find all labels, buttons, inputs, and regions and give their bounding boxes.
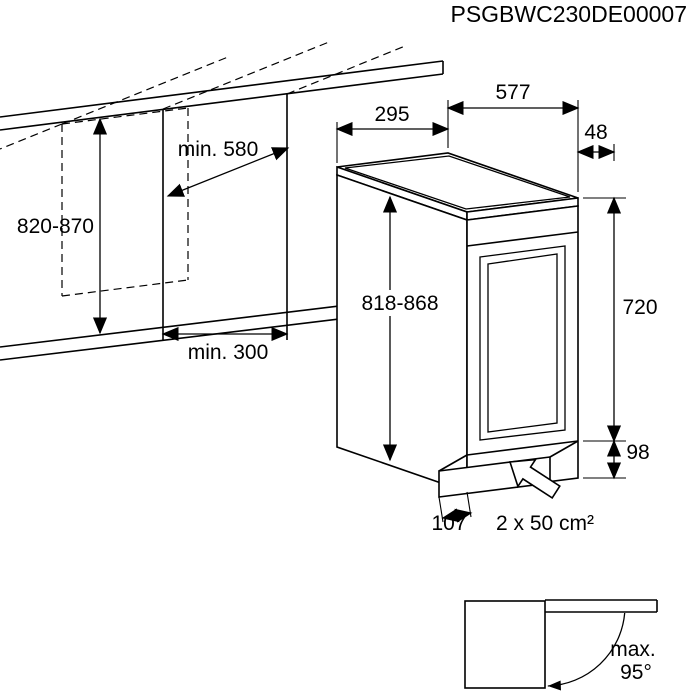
dim-niche-width: min. 300: [161, 326, 289, 364]
appliance-drawing: [336, 152, 579, 498]
worktop-bottom-edge: [0, 73, 444, 131]
cabinet-side-view: [464, 600, 546, 689]
niche-height-label: 820-870: [17, 215, 94, 238]
niche-depth-label: min. 580: [178, 138, 259, 161]
appliance-width-label: 295: [374, 103, 409, 126]
door-angle-value-label: 95°: [620, 661, 652, 684]
dimension-line: [441, 508, 473, 523]
door-angle-max-label: max.: [610, 638, 656, 661]
dashed-line: [286, 45, 406, 95]
dashed-line: [61, 56, 229, 125]
door-panel-inner: [487, 253, 558, 433]
worktop-top-edge: [0, 60, 444, 118]
worktop-drawing: [0, 60, 444, 131]
door-bottom-edge: [466, 440, 579, 456]
dashed-line: [61, 107, 189, 125]
door-swing-arc: [547, 612, 626, 687]
dimension-line: [166, 147, 290, 197]
dashed-line: [162, 41, 330, 110]
appliance-side-panel: [336, 173, 468, 494]
door-opening-detail: max. 95°: [464, 599, 658, 691]
door-height-label: 720: [622, 296, 657, 319]
dashed-line: [61, 279, 189, 297]
dim-plinth-recess: 107: [431, 491, 473, 535]
ventilation-area-label: 2 x 50 cm²: [496, 512, 594, 535]
dim-worktop-gap: 48: [576, 121, 616, 161]
plinth-height-label: 98: [626, 441, 649, 464]
airflow-arrow-icon: [508, 458, 561, 500]
plinth-recess-edge: [438, 454, 468, 472]
control-panel-edge: [466, 231, 579, 247]
niche-dashed-outline: [0, 41, 406, 297]
plinth-recess-label: 107: [431, 512, 466, 535]
worktop-gap-label: 48: [584, 121, 607, 144]
dim-niche-depth: min. 580: [166, 138, 290, 197]
dim-plinth-height: 98: [583, 439, 650, 480]
appliance-depth-label: 577: [495, 81, 530, 104]
arc-arrowhead-icon: [547, 680, 561, 691]
appliance-height-label: 818-868: [361, 292, 438, 315]
appliance-lid-inner-edge: [344, 155, 571, 210]
door-panel-outer: [479, 245, 566, 441]
vent-annotation: 2 x 50 cm²: [496, 458, 594, 535]
dim-niche-height: 820-870: [17, 117, 108, 335]
dim-appliance-height: 818-868: [361, 195, 439, 462]
niche-width-label: min. 300: [188, 341, 269, 364]
appliance-front-face: [466, 205, 579, 493]
plinth-recess-edge: [549, 440, 579, 458]
dashed-line: [0, 123, 63, 150]
model-code: PSGBWC230DE00007: [450, 1, 687, 27]
niche-side-walls: [162, 94, 288, 340]
